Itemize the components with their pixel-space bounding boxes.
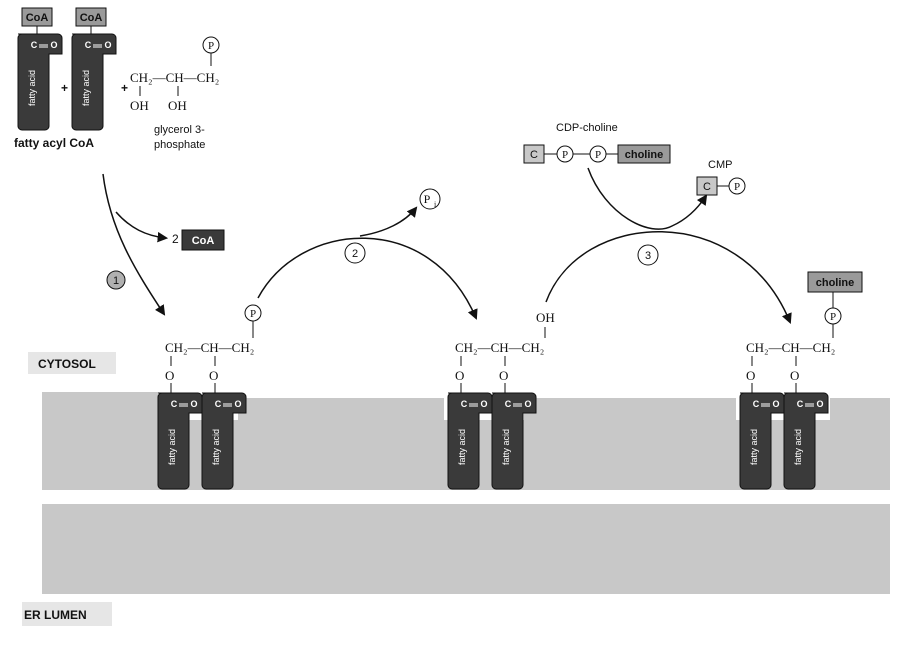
svg-text:choline: choline (625, 149, 664, 161)
svg-text:OH: OH (536, 310, 555, 325)
coa-release-arrow (115, 211, 169, 243)
cdp-choline-label: CDP-choline (556, 122, 618, 134)
svg-text:C: C (530, 149, 538, 161)
cytosol-label: CYTOSOL (38, 357, 96, 371)
pi-release-arrow (359, 206, 418, 237)
er-lumen-label: ER LUMEN (24, 608, 87, 622)
svg-text:OH: OH (130, 98, 149, 113)
svg-text:P: P (208, 40, 214, 52)
svg-text:P: P (562, 149, 568, 161)
svg-text:P: P (595, 149, 601, 161)
svg-text:CH₂—CH—CH₂: CH₂—CH—CH₂ (130, 70, 219, 85)
step2-arrow (257, 237, 478, 320)
step2-badge (344, 242, 366, 264)
fatty-acyl-coa-2: CoA (71, 7, 117, 131)
svg-text:O: O (455, 368, 464, 383)
svg-text:O: O (209, 368, 218, 383)
step3-arrow (545, 231, 792, 324)
step1-badge (106, 270, 126, 290)
diacylglycerol: OH CH₂—CH—CH₂ O O (447, 310, 555, 490)
svg-text:3: 3 (645, 250, 651, 262)
svg-text:P: P (734, 181, 740, 193)
cmp-label: CMP (708, 159, 732, 171)
plus-sign-1: + (61, 81, 68, 95)
svg-text:CH₂—CH—CH₂: CH₂—CH—CH₂ (746, 340, 835, 355)
fatty-acyl-coa-label: fatty acyl CoA (14, 136, 94, 150)
svg-text:1: 1 (113, 275, 119, 287)
step3-badge (637, 244, 659, 266)
pi-label: P (424, 192, 431, 206)
cdp-choline-in-arrow (587, 167, 708, 230)
glycerol-label-line1: glycerol 3- (154, 124, 205, 136)
svg-text:CH₂—CH—CH₂: CH₂—CH—CH₂ (165, 340, 254, 355)
svg-text:P: P (250, 308, 256, 320)
svg-text:OH: OH (168, 98, 187, 113)
cdp-choline: C P P choline (523, 144, 671, 164)
phosphatidylcholine: choline P CH₂—CH—CH₂ O O (739, 271, 863, 490)
svg-text:O: O (499, 368, 508, 383)
svg-text:O: O (746, 368, 755, 383)
step1-arrow (102, 173, 166, 316)
svg-text:O: O (790, 368, 799, 383)
cmp: C P (696, 176, 746, 196)
svg-text:2: 2 (352, 248, 358, 260)
glycerol-label-line2: phosphate (154, 139, 205, 151)
coa-release-count: 2 (172, 232, 179, 246)
membrane-upper-leaflet (42, 392, 890, 490)
svg-text:choline: choline (816, 277, 855, 289)
membrane-lower-leaflet (42, 504, 890, 594)
svg-text:CoA: CoA (26, 12, 49, 24)
glycerol-3-phosphate: P CH₂—CH—CH₂ OH OH (130, 36, 220, 113)
pi-subscript: i (434, 200, 437, 209)
svg-text:P: P (830, 311, 836, 323)
svg-text:O: O (165, 368, 174, 383)
fatty-acyl-coa-1: CoA (17, 7, 63, 131)
coa-release-tag: CoA (192, 235, 215, 247)
plus-sign-2: + (121, 81, 128, 95)
svg-text:C: C (703, 181, 711, 193)
svg-text:CH₂—CH—CH₂: CH₂—CH—CH₂ (455, 340, 544, 355)
phosphatidic-acid: P CH₂—CH—CH₂ O O (157, 304, 262, 490)
svg-text:CoA: CoA (80, 12, 103, 24)
